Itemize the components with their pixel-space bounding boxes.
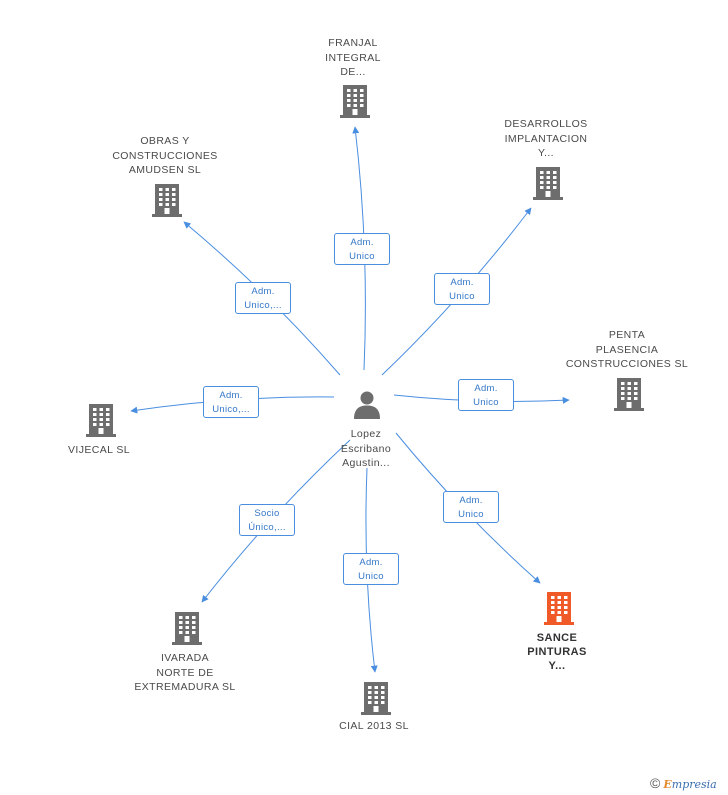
company-label-vijecal[interactable]: VIJECAL SL bbox=[49, 443, 149, 458]
edge-role-text: Unico bbox=[358, 571, 384, 582]
company-label-line: PLASENCIA bbox=[595, 343, 659, 356]
company-label-line: AMUDSEN SL bbox=[128, 164, 202, 176]
company-label-line: Y... bbox=[548, 660, 566, 672]
edge-role-text: Unico bbox=[458, 509, 484, 520]
company-label-line: VIJECAL SL bbox=[68, 444, 130, 456]
edge-role-label[interactable]: Adm. Unico bbox=[443, 491, 499, 523]
company-label-desarrollos[interactable]: DESARROLLOS IMPLANTACION Y... bbox=[491, 117, 601, 161]
company-label-line: CIAL 2013 SL bbox=[339, 720, 409, 732]
center-label-line: Escribano bbox=[340, 442, 392, 455]
center-person-label[interactable]: Lopez Escribano Agustin... bbox=[316, 427, 416, 471]
company-label-line: FRANJAL bbox=[328, 37, 378, 49]
company-label-line: Y... bbox=[537, 147, 554, 159]
company-label-line: NORTE DE bbox=[156, 666, 214, 679]
edge-role-text: Unico,... bbox=[212, 404, 250, 415]
company-label-line: IVARADA bbox=[160, 652, 210, 664]
company-label-obras[interactable]: OBRAS Y CONSTRUCCIONES AMUDSEN SL bbox=[105, 134, 225, 178]
edge-role-text: Adm. bbox=[219, 390, 243, 401]
edge-role-text: Adm. bbox=[350, 237, 374, 248]
edge-role-text: Unico bbox=[473, 397, 499, 408]
person-icon[interactable] bbox=[352, 389, 382, 424]
company-label-line: INTEGRAL bbox=[325, 51, 381, 64]
edge-role-text: Único,... bbox=[248, 522, 286, 533]
copyright-symbol: © bbox=[650, 775, 661, 791]
edge-role-text: Adm. bbox=[251, 286, 275, 297]
building-icon[interactable] bbox=[172, 611, 202, 650]
company-label-line: DESARROLLOS bbox=[504, 118, 588, 130]
building-icon[interactable] bbox=[544, 591, 574, 630]
edge-role-label[interactable]: Adm. Unico bbox=[434, 273, 490, 305]
edge-role-label[interactable]: Adm. Unico,... bbox=[203, 386, 259, 418]
center-label-line: Agustin... bbox=[342, 457, 390, 469]
company-label-sance[interactable]: SANCE PINTURAS Y... bbox=[507, 631, 607, 673]
brand-logo[interactable]: Empresia bbox=[663, 778, 717, 791]
footer-brand: © Empresia bbox=[650, 775, 717, 791]
company-label-cial[interactable]: CIAL 2013 SL bbox=[324, 719, 424, 734]
building-icon[interactable] bbox=[361, 681, 391, 720]
building-icon[interactable] bbox=[152, 183, 182, 222]
building-icon[interactable] bbox=[340, 84, 370, 123]
company-label-line: PENTA bbox=[608, 329, 646, 341]
edge-role-label[interactable]: Adm. Unico,... bbox=[235, 282, 291, 314]
building-icon[interactable] bbox=[533, 166, 563, 205]
center-label-line: Lopez bbox=[350, 428, 382, 440]
company-label-line: PINTURAS bbox=[527, 646, 587, 658]
company-label-franjal[interactable]: FRANJAL INTEGRAL DE... bbox=[298, 36, 408, 80]
edge-role-text: Unico bbox=[349, 251, 375, 262]
edge-role-label[interactable]: Adm. Unico bbox=[343, 553, 399, 585]
company-label-line: OBRAS Y bbox=[140, 135, 190, 147]
edge-role-text: Adm. bbox=[459, 495, 483, 506]
edge-role-text: Socio bbox=[254, 508, 280, 519]
edge-role-label[interactable]: Adm. Unico bbox=[334, 233, 390, 265]
company-label-penta[interactable]: PENTA PLASENCIA CONSTRUCCIONES SL bbox=[562, 328, 692, 372]
edge-role-text: Unico,... bbox=[244, 300, 282, 311]
company-label-ivarada[interactable]: IVARADA NORTE DE EXTREMADURA SL bbox=[125, 651, 245, 695]
company-label-line: CONSTRUCCIONES bbox=[112, 149, 218, 162]
company-label-line: CONSTRUCCIONES SL bbox=[565, 358, 689, 370]
edge-role-text: Adm. bbox=[474, 383, 498, 394]
edge-role-text: Adm. bbox=[359, 557, 383, 568]
building-icon[interactable] bbox=[614, 377, 644, 416]
edge-role-text: Unico bbox=[449, 291, 475, 302]
company-label-line: SANCE bbox=[536, 632, 578, 644]
edge-role-label[interactable]: Adm. Unico bbox=[458, 379, 514, 411]
company-label-line: IMPLANTACION bbox=[504, 132, 588, 145]
edge-role-text: Adm. bbox=[450, 277, 474, 288]
building-icon[interactable] bbox=[86, 403, 116, 442]
company-label-line: EXTREMADURA SL bbox=[134, 681, 236, 693]
company-label-line: DE... bbox=[340, 66, 366, 78]
